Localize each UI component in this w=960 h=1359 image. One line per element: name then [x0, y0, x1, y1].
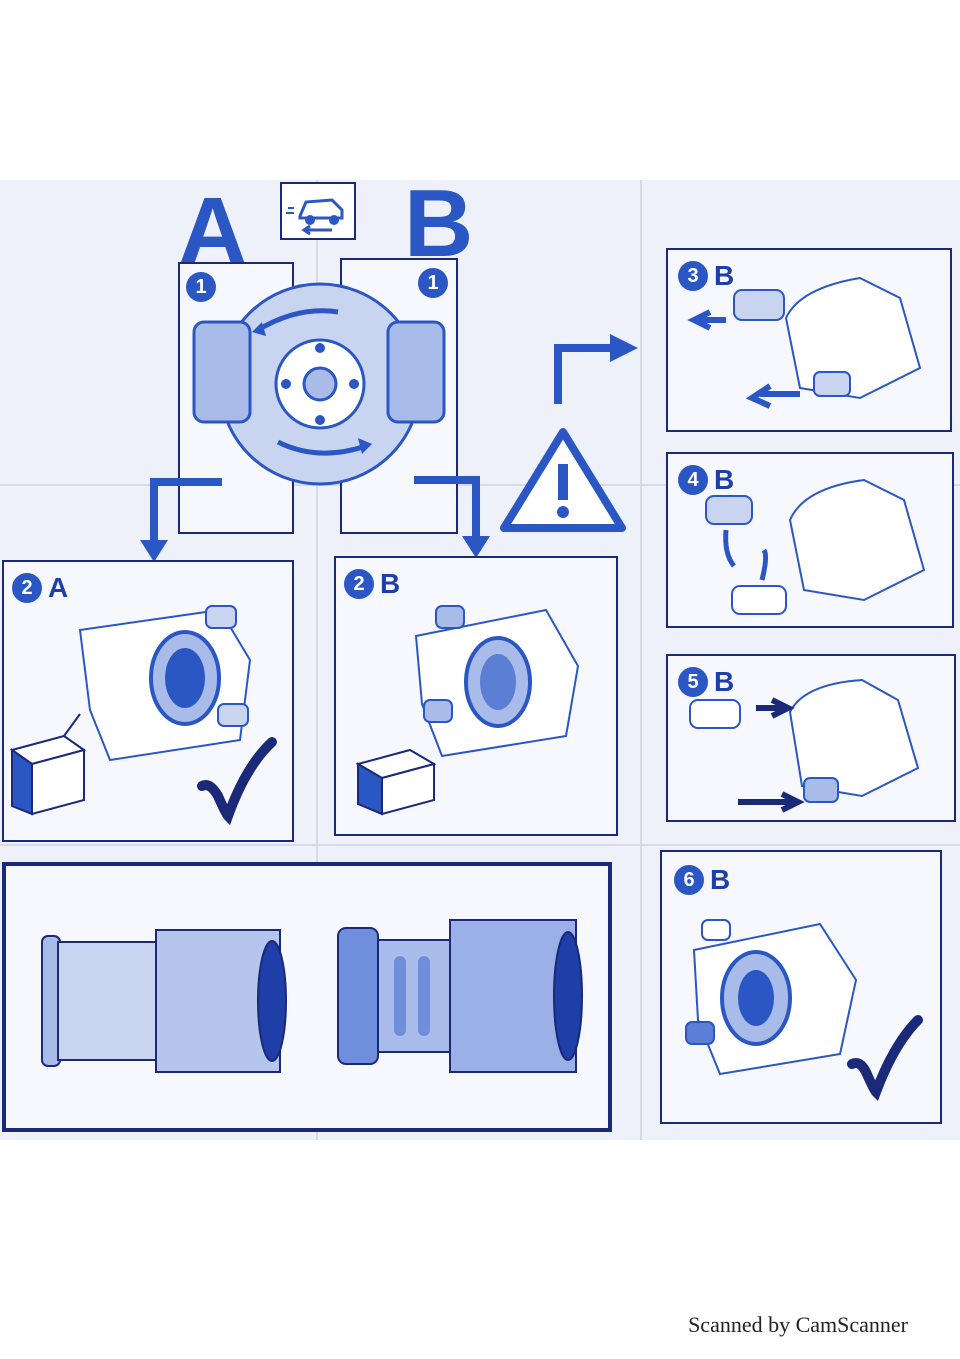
step-number: 4 [678, 465, 708, 495]
step-number: 1 [418, 268, 448, 298]
arrow-down-right-icon [414, 476, 490, 558]
step-6b-badge: 6 B [674, 864, 730, 896]
step-1a-badge: 1 [186, 272, 216, 302]
scanner-watermark: Scanned by CamScanner [688, 1312, 908, 1337]
caliper-illustration [78, 605, 252, 762]
step-number: 3 [678, 261, 708, 291]
step-number: 2 [12, 573, 42, 603]
checkmark-icon [847, 1015, 923, 1102]
ate-parts-box-icon [9, 713, 87, 816]
remove-guide-pins-illustration [687, 276, 922, 409]
swap-guide-pins-illustration [705, 478, 926, 615]
arrow-up-right-icon [554, 334, 638, 404]
step-2a-badge: 2 A [12, 572, 68, 604]
guide-pin-a-illustration [41, 929, 287, 1073]
warning-icon [500, 428, 626, 532]
step-variant-label: B [714, 666, 735, 697]
step-variant-label: A [48, 572, 69, 603]
fold-line-vertical [316, 180, 318, 1140]
step-variant-label: B [380, 568, 401, 599]
step-5b-badge: 5 B [678, 666, 734, 698]
guide-pin-b-illustration [337, 919, 583, 1073]
step-1b-badge: 1 [418, 268, 448, 298]
step-variant-label: B [710, 864, 731, 895]
brake-disc-illustration [192, 282, 446, 486]
caliper-illustration [685, 919, 858, 1076]
arrow-down-left-icon [140, 478, 222, 562]
step-number: 6 [674, 865, 704, 895]
fold-line-vertical [640, 180, 642, 1140]
variant-b-letter: B [404, 170, 474, 277]
car-front-icon [280, 182, 356, 240]
insert-guide-pins-illustration [689, 678, 920, 813]
step-2b-badge: 2 B [344, 568, 400, 600]
step-variant-label: B [714, 464, 735, 495]
step-number: 5 [678, 667, 708, 697]
step-number: 2 [344, 569, 374, 599]
step-4b-badge: 4 B [678, 464, 734, 496]
checkmark-icon [197, 737, 277, 826]
step-number: 1 [186, 272, 216, 302]
caliper-illustration [414, 605, 580, 758]
ate-parts-box-icon [355, 748, 437, 816]
step-3b-badge: 3 B [678, 260, 734, 292]
fold-line-horizontal [0, 844, 960, 846]
step-variant-label: B [714, 260, 735, 291]
